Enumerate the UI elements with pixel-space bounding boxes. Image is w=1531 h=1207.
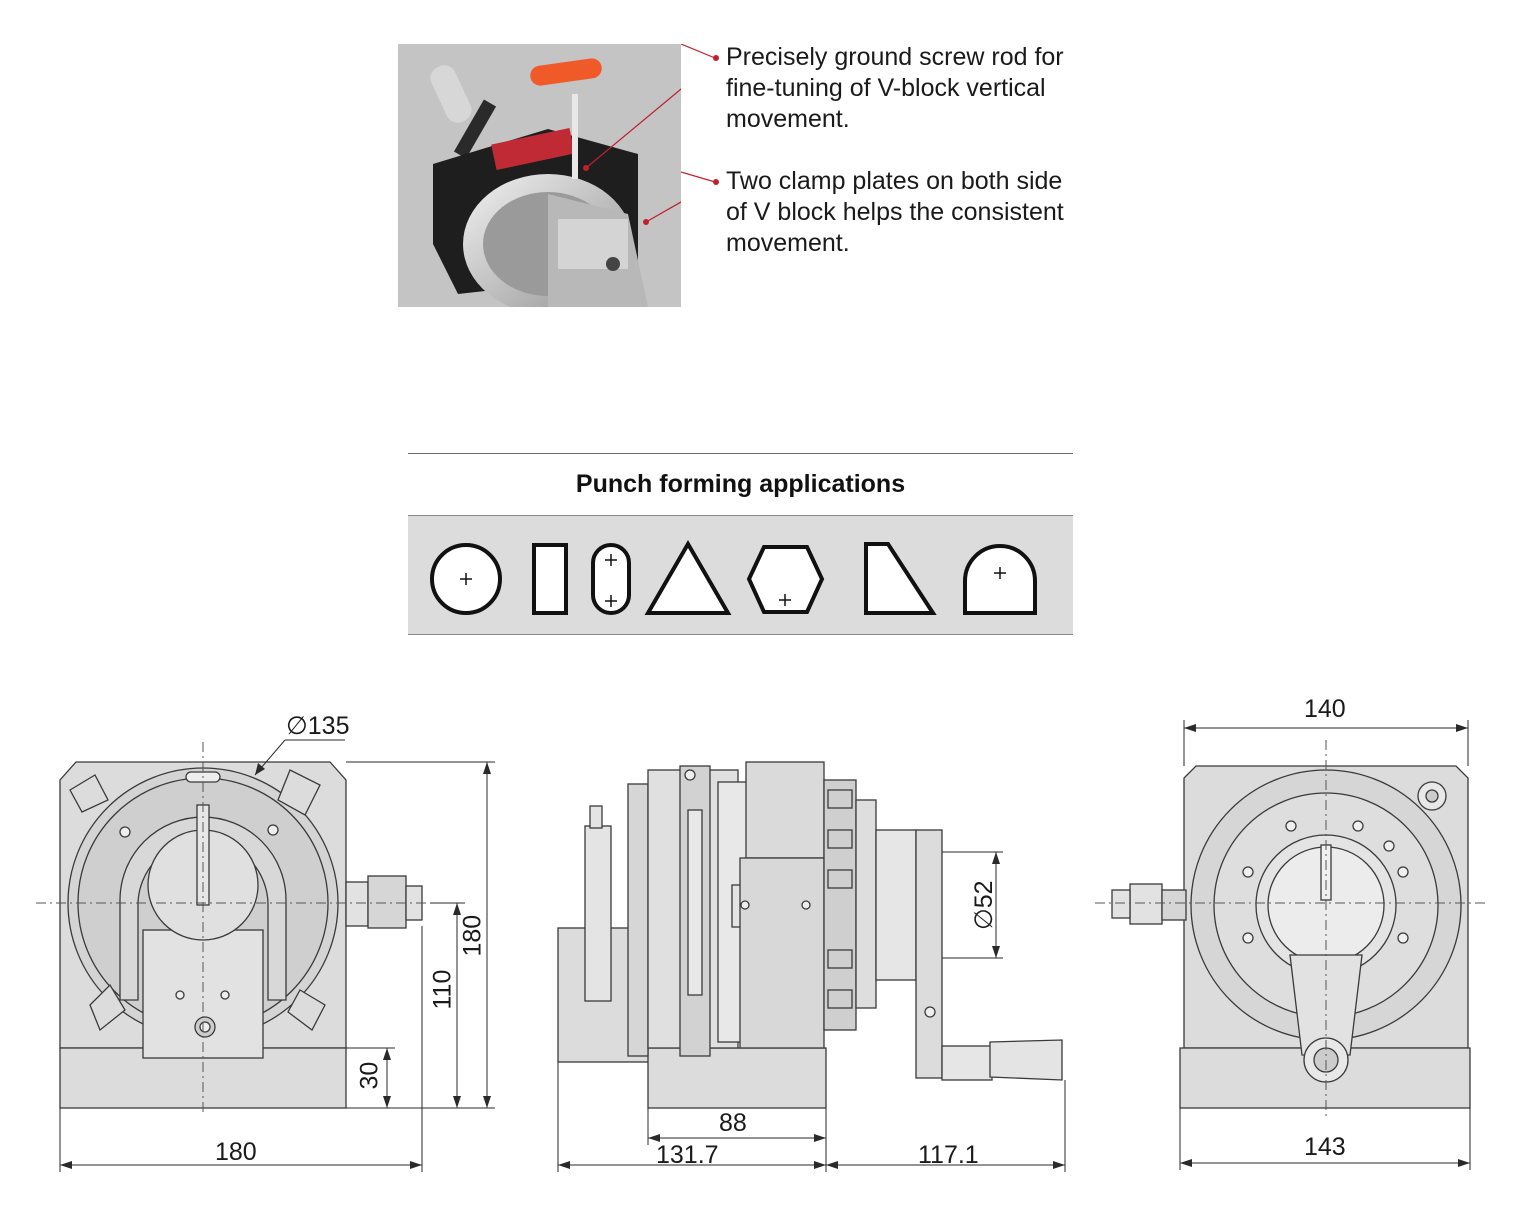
trapezoid-icon (864, 542, 937, 615)
dim-front-width: 180 (215, 1138, 257, 1166)
dim-front-diameter: ∅135 (286, 712, 350, 740)
callout-screw-rod: Precisely ground screw rod for fine-tuni… (726, 43, 1064, 133)
hexagon-icon (746, 545, 825, 614)
d-shape-icon (963, 544, 1037, 615)
dim-side-right-length: 117.1 (918, 1141, 979, 1169)
callout-bullet (713, 55, 719, 61)
callout-leaders (681, 44, 716, 183)
dim-back-bottom-width: 143 (1304, 1133, 1346, 1161)
technical-drawings (36, 720, 1485, 1172)
back-view (1111, 765, 1471, 1109)
dim-front-height: 180 (458, 914, 487, 957)
triangle-icon (644, 540, 732, 615)
side-view (557, 761, 1063, 1109)
section-title: Punch forming applications (575, 470, 906, 498)
product-photo (398, 44, 681, 307)
obround-icon (591, 543, 631, 615)
dim-side-left-length: 131.7 (656, 1141, 719, 1169)
dim-side-base-length: 88 (719, 1109, 747, 1137)
dim-front-center-height: 110 (428, 969, 457, 1010)
callout-clamp-plates: Two clamp plates on both side of V block… (726, 167, 1064, 257)
dim-back-top-width: 140 (1304, 695, 1346, 723)
callout-bullet (713, 179, 719, 185)
dim-front-base-height: 30 (355, 1061, 384, 1090)
front-view (59, 761, 423, 1109)
shapes-band (408, 515, 1073, 635)
rectangle-icon (532, 543, 568, 615)
section-rule (408, 453, 1073, 454)
dim-side-diameter: ∅52 (970, 880, 998, 930)
